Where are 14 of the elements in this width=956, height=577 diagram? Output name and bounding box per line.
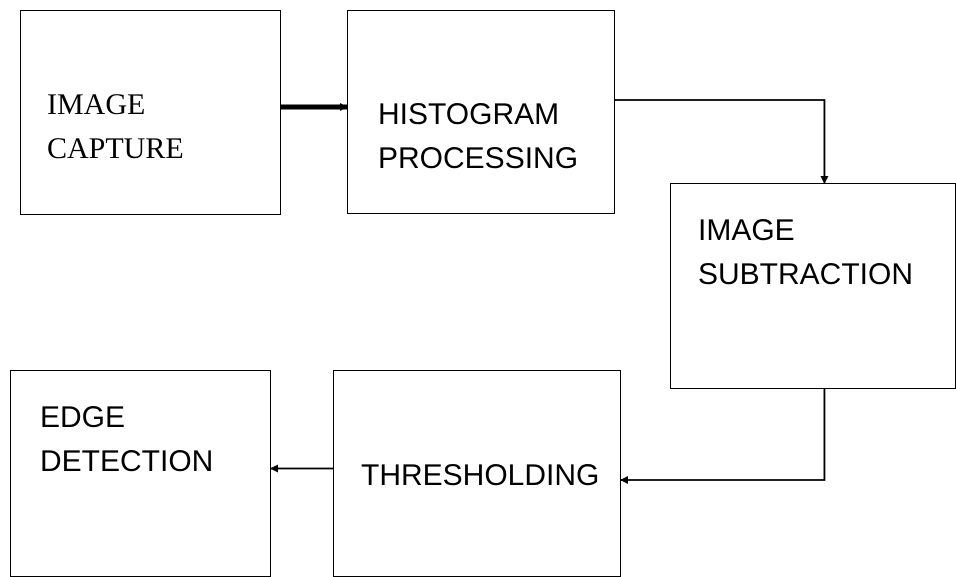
box-label: HISTOGRAM PROCESSING [378, 97, 580, 176]
arrow [620, 389, 826, 484]
arrow [270, 464, 333, 472]
box-label: THRESHOLDING [361, 458, 600, 494]
box-label: EDGE DETECTION [40, 400, 214, 480]
process-box [20, 10, 281, 215]
box-label: IMAGE CAPTURE [47, 87, 185, 166]
arrow [281, 103, 348, 111]
process-box [670, 183, 956, 389]
process-box [333, 370, 621, 577]
arrow [615, 99, 828, 184]
process-box [347, 10, 615, 214]
box-label: IMAGE SUBTRACTION [698, 213, 914, 292]
process-box [10, 370, 271, 577]
